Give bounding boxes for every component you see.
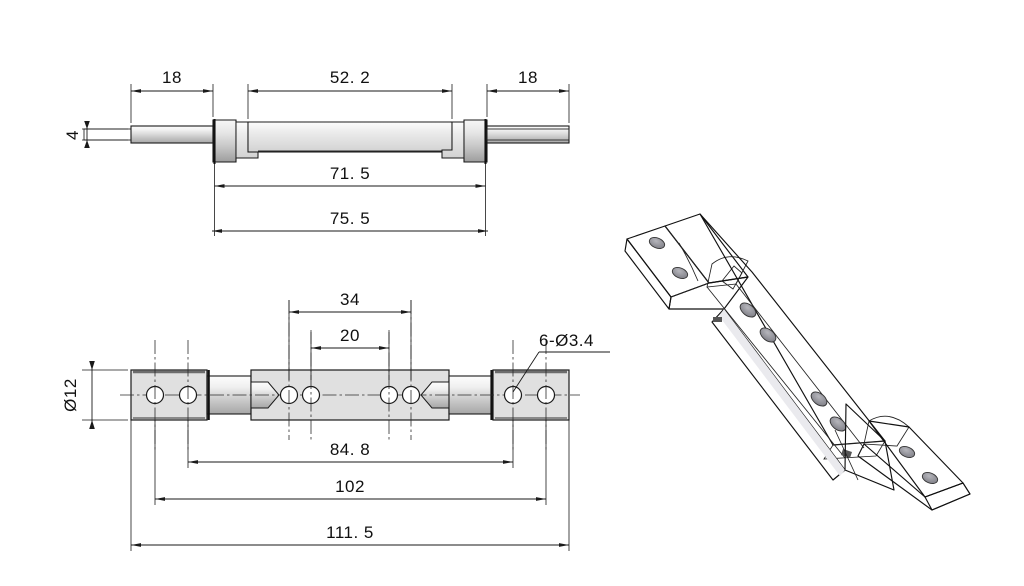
dimension-right-flange-length: 18 xyxy=(486,68,570,123)
dimension-label-4: 4 xyxy=(63,130,82,140)
dimension-label-71-5: 71. 5 xyxy=(330,164,370,183)
iso-hole-2 xyxy=(671,267,689,279)
dimension-label-52-2: 52. 2 xyxy=(330,68,370,87)
dimension-left-flange-length: 18 xyxy=(130,68,214,123)
iso-hole-4 xyxy=(759,327,777,343)
dimension-label-18-right: 18 xyxy=(518,68,538,87)
dimension-label-18-left: 18 xyxy=(162,68,182,87)
side-elevation-view: 18 52. 2 18 4 xyxy=(63,68,570,236)
iso-hole-1 xyxy=(648,237,666,249)
dimension-center-body-length: 52. 2 xyxy=(247,68,453,119)
dimension-outer-hole-pair-span: 34 xyxy=(288,290,412,380)
dimension-outer-span: 75. 5 xyxy=(212,192,488,236)
iso-main-body xyxy=(699,213,886,481)
dimension-label-75-5: 75. 5 xyxy=(330,209,370,228)
iso-hole-5 xyxy=(810,391,828,407)
iso-hole-8 xyxy=(921,472,939,484)
dimension-end-hole-to-end-hole: 84. 8 xyxy=(187,420,514,468)
dimension-body-diameter: Ø12 xyxy=(61,361,128,429)
iso-upper-collar xyxy=(664,213,749,310)
isometric-3d-view xyxy=(624,213,971,511)
dimension-plate-thickness: 4 xyxy=(63,121,128,148)
hole-1 xyxy=(145,340,165,450)
iso-accent-face-lower xyxy=(863,415,910,447)
dimension-inner-span: 71. 5 xyxy=(214,164,486,192)
dimension-label-111-5: 111. 5 xyxy=(326,523,374,542)
dimension-label-20: 20 xyxy=(340,326,360,345)
dimension-label-84-8: 84. 8 xyxy=(330,440,370,459)
dimension-label-34: 34 xyxy=(340,290,360,309)
iso-hole-3 xyxy=(739,302,757,318)
dimension-label-102: 102 xyxy=(335,477,365,496)
dimension-label-diameter-12: Ø12 xyxy=(61,378,80,412)
side-view-geometry xyxy=(83,119,570,164)
dimension-overall-length: 111. 5 xyxy=(130,420,570,551)
plan-view: 34 20 Ø12 6-Ø3.4 84. xyxy=(61,290,610,551)
callout-label-6-dia-3-4: 6-Ø3.4 xyxy=(539,331,594,350)
dimension-outer-hole-span: 102 xyxy=(154,420,547,505)
iso-lower-collar xyxy=(834,403,895,491)
hole-callout: 6-Ø3.4 xyxy=(512,331,610,393)
iso-lower-end-plate xyxy=(857,420,971,511)
plan-view-geometry xyxy=(120,300,580,450)
dimension-inner-hole-pair-span: 20 xyxy=(310,326,390,380)
iso-hole-7 xyxy=(898,446,916,458)
